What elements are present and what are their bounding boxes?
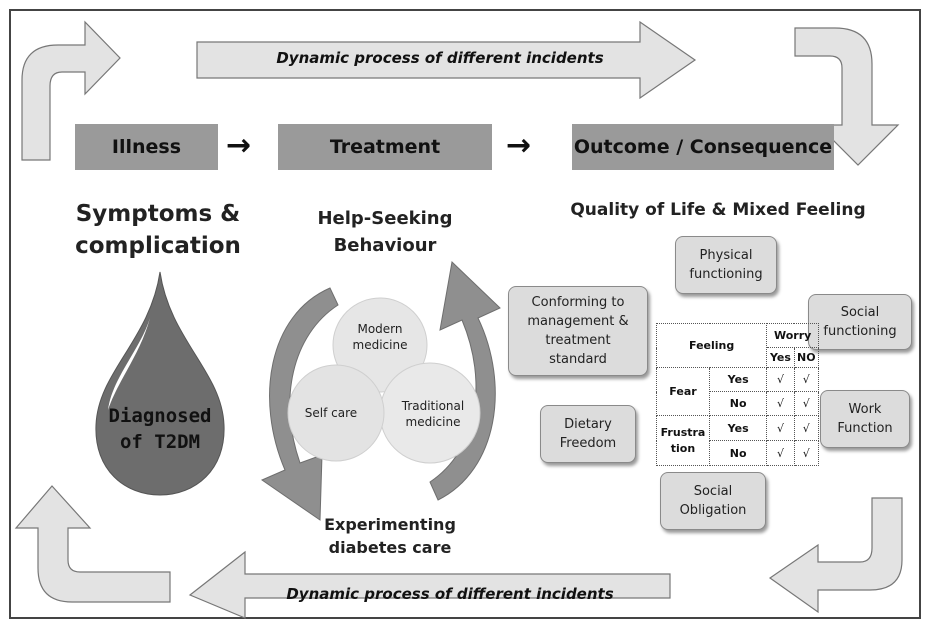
social-func-line2: functioning	[823, 324, 897, 339]
modern-medicine-circle	[332, 297, 428, 393]
drop-line1: Diagnosed	[108, 405, 212, 427]
social-ob-line1: Social	[693, 484, 733, 499]
check-cell: √	[766, 415, 795, 441]
quality-of-life-heading: Quality of Life & Mixed Feeling	[570, 200, 866, 220]
frustration-yes-label: Yes	[708, 415, 768, 441]
traditional-line2: medicine	[405, 415, 461, 429]
stage-treatment: Treatment	[278, 124, 492, 170]
bottom-process-arrow	[188, 550, 671, 619]
top-arrow-label: Dynamic process of different incidents	[276, 49, 604, 67]
bottom-left-curve-arrow	[14, 485, 171, 603]
dietary-line1: Dietary	[564, 417, 612, 432]
traditional-line1: Traditional	[401, 399, 465, 413]
traditional-medicine-label: Traditional medicine	[393, 398, 473, 430]
feeling-worry-table: Feeling Worry Yes NO Fear Yes √ √ No √ √…	[655, 323, 820, 466]
check-cell: √	[766, 440, 795, 466]
stage-outcome: Outcome / Consequence	[572, 124, 834, 170]
conforming-line4: standard	[549, 352, 607, 367]
symptoms-line2: complication	[75, 233, 241, 259]
social-func-line1: Social	[840, 305, 880, 320]
dietary-line2: Freedom	[559, 436, 617, 451]
drop-highlight	[108, 318, 150, 410]
modern-line2: medicine	[352, 338, 408, 352]
self-care-circle	[287, 364, 385, 462]
conforming-line3: treatment	[545, 333, 611, 348]
fear-yes-label: Yes	[708, 367, 768, 392]
modern-line1: Modern	[357, 322, 403, 336]
drop-line2: of T2DM	[119, 431, 201, 453]
experimenting-line1: Experimenting	[324, 515, 456, 534]
top-process-arrow	[196, 20, 697, 100]
feeling-header: Feeling	[655, 323, 768, 368]
check-cell: √	[793, 440, 820, 466]
worry-no-header: NO	[793, 347, 820, 368]
experimenting-heading: Experimenting diabetes care	[300, 513, 480, 559]
symptoms-heading: Symptoms & complication	[48, 198, 268, 262]
bottom-right-curve-arrow	[768, 497, 903, 614]
social-ob-line2: Obligation	[679, 503, 747, 518]
arrow-illness-to-treatment: →	[226, 128, 252, 163]
modern-medicine-label: Modern medicine	[340, 321, 420, 353]
check-cell: √	[793, 415, 820, 441]
stage-illness: Illness	[75, 124, 218, 170]
check-cell: √	[793, 367, 820, 392]
physical-line2: functioning	[689, 267, 763, 282]
check-cell: √	[766, 367, 795, 392]
drop-label: Diagnosed of T2DM	[80, 403, 240, 455]
arrow-treatment-to-outcome: →	[506, 128, 532, 163]
check-cell: √	[793, 391, 820, 416]
conforming-box: Conforming to management & treatment sta…	[508, 286, 648, 376]
left-cycle-arrow	[260, 287, 339, 521]
work-line2: Function	[837, 421, 893, 436]
help-seeking-line1: Help-Seeking	[317, 208, 453, 229]
experimenting-line2: diabetes care	[328, 538, 452, 557]
symptoms-line1: Symptoms &	[75, 201, 241, 227]
frustration-line2: tion	[670, 441, 696, 455]
help-seeking-line2: Behaviour	[333, 235, 437, 256]
frustration-line1: Frustra	[660, 425, 706, 439]
conforming-line2: management &	[527, 314, 629, 329]
check-cell: √	[766, 391, 795, 416]
top-right-curve-arrow	[794, 27, 900, 166]
work-line1: Work	[848, 402, 882, 417]
bottom-arrow-label: Dynamic process of different incidents	[286, 585, 614, 603]
worry-yes-header: Yes	[766, 347, 795, 368]
fear-no-label: No	[708, 391, 768, 416]
diagnosed-drop-shape	[95, 271, 225, 496]
conforming-line1: Conforming to	[531, 295, 625, 310]
help-seeking-heading: Help-Seeking Behaviour	[295, 205, 475, 259]
worry-header: Worry	[766, 323, 819, 348]
social-functioning-box: Social functioning	[808, 294, 912, 350]
self-care-label: Self care	[304, 406, 358, 420]
top-left-curve-arrow	[21, 20, 121, 161]
physical-line1: Physical	[699, 248, 753, 263]
fear-label: Fear	[656, 367, 710, 416]
frustration-no-label: No	[708, 440, 768, 466]
frustration-label: Frustra tion	[656, 415, 710, 466]
physical-functioning-box: Physical functioning	[675, 236, 777, 294]
